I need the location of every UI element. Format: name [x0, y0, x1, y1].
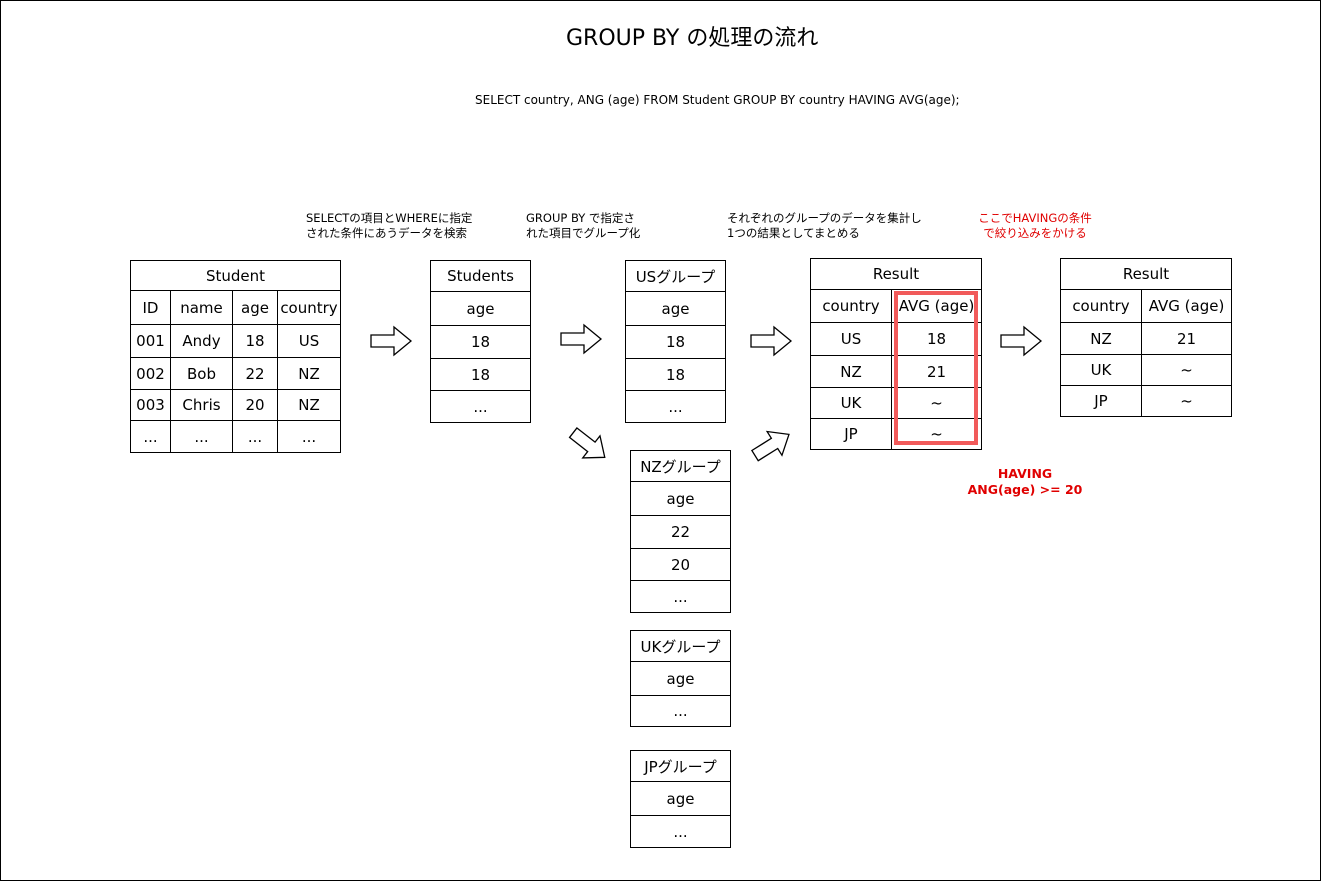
table-cell: ... — [630, 580, 731, 613]
table-cell: ~ — [1140, 385, 1233, 417]
table-title: JPグループ — [630, 750, 731, 782]
column-header: age — [625, 291, 726, 326]
table-cell: Andy — [170, 324, 233, 358]
table-cell: 003 — [130, 389, 171, 421]
table-cell: 002 — [130, 357, 171, 390]
table-cell: 001 — [130, 324, 171, 358]
table-cell: 22 — [232, 357, 278, 390]
table-cell: Bob — [170, 357, 233, 390]
table-title: USグループ — [625, 260, 726, 292]
table-cell: 20 — [232, 389, 278, 421]
table-cell: ... — [625, 390, 726, 423]
result-table: Result country AVG (age) US 18 NZ 21 UK … — [809, 258, 983, 450]
table-cell: NZ — [810, 355, 892, 388]
table-cell: ... — [170, 420, 233, 453]
table-title: Result — [1059, 258, 1233, 290]
note-group-by: GROUP BY で指定さ れた項目でグループ化 — [526, 211, 641, 240]
table-cell: 18 — [625, 325, 726, 359]
table-cell: US — [810, 322, 892, 356]
table-cell: 21 — [890, 355, 983, 388]
table-cell: ... — [630, 815, 731, 848]
table-cell: NZ — [277, 389, 341, 421]
table-cell: NZ — [277, 357, 341, 390]
column-header: country — [810, 289, 892, 323]
table-cell: UK — [810, 387, 892, 419]
table-cell: Chris — [170, 389, 233, 421]
table-cell: ... — [130, 420, 171, 453]
table-cell: 20 — [630, 548, 731, 581]
uk-group-table: UKグループ age ... — [630, 630, 731, 727]
column-header: age — [630, 781, 731, 816]
table-cell: 18 — [232, 324, 278, 358]
note-aggregate: それぞれのグループのデータを集計し 1つの結果としてまとめる — [727, 211, 922, 240]
table-cell: 21 — [1140, 322, 1233, 355]
column-header: age — [630, 661, 731, 696]
table-cell: ~ — [1140, 354, 1233, 386]
final-result-table: Result country AVG (age) NZ 21 UK ~ JP ~ — [1059, 258, 1233, 417]
table-cell: ... — [430, 390, 531, 423]
jp-group-table: JPグループ age ... — [630, 750, 731, 848]
arrow-down-right-icon — [568, 427, 606, 459]
arrow-right-icon — [370, 325, 413, 357]
table-cell: US — [277, 324, 341, 358]
note-select-where: SELECTの項目とWHEREに指定 された条件にあうデータを検索 — [306, 211, 473, 240]
table-title: Result — [809, 258, 983, 290]
table-cell: ... — [232, 420, 278, 453]
table-title: Students — [430, 260, 531, 292]
column-header: age — [232, 290, 278, 325]
note-having: ここでHAVINGの条件 で絞り込みをかける — [978, 211, 1092, 240]
column-header: AVG (age) — [1140, 289, 1233, 323]
diagram-title: GROUP BY の処理の流れ — [566, 26, 819, 51]
table-cell: UK — [1060, 354, 1142, 386]
table-cell: 18 — [625, 358, 726, 391]
table-cell: JP — [810, 418, 892, 450]
table-cell: 18 — [430, 358, 531, 391]
student-table: Student ID name age country 001 Andy 18 … — [130, 260, 341, 453]
table-cell: 22 — [630, 515, 731, 549]
table-title: UKグループ — [630, 630, 731, 662]
table-cell: NZ — [1060, 322, 1142, 355]
table-title: NZグループ — [630, 450, 731, 482]
table-cell: JP — [1060, 385, 1142, 417]
column-header: country — [277, 290, 341, 325]
column-header: age — [430, 291, 531, 326]
having-highlight-box — [894, 291, 978, 445]
arrow-up-right-icon — [750, 430, 790, 462]
arrow-right-icon — [1000, 325, 1043, 357]
column-header: country — [1060, 289, 1142, 323]
table-cell: 18 — [430, 325, 531, 359]
students-table: Students age 18 18 ... — [430, 260, 531, 423]
column-header: name — [170, 290, 233, 325]
sql-statement: SELECT country, ANG (age) FROM Student G… — [475, 93, 960, 107]
arrow-right-icon — [750, 325, 793, 357]
nz-group-table: NZグループ age 22 20 ... — [630, 450, 731, 613]
column-header: age — [630, 481, 731, 516]
table-cell: ... — [630, 695, 731, 727]
having-condition: HAVING ANG(age) >= 20 — [967, 466, 1083, 497]
arrow-right-icon — [560, 323, 603, 355]
column-header: ID — [130, 290, 171, 325]
table-title: Student — [130, 260, 341, 291]
table-cell: ... — [277, 420, 341, 453]
table-cell: ~ — [890, 387, 983, 419]
us-group-table: USグループ age 18 18 ... — [625, 260, 726, 423]
